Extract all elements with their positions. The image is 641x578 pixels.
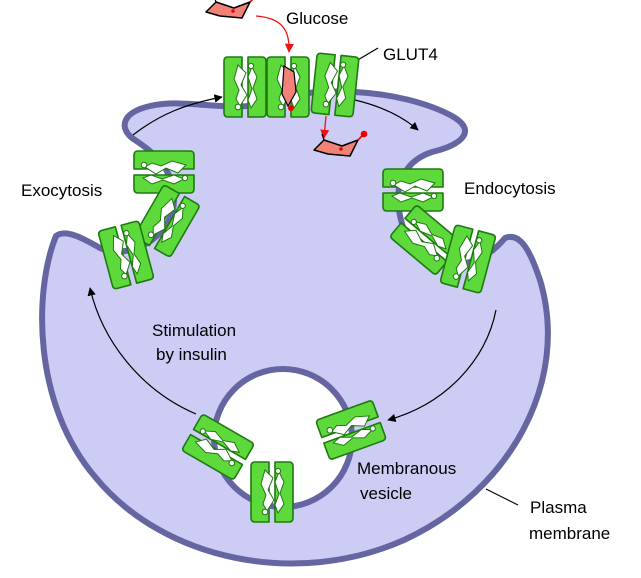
plasma-membrane-pointer-line — [485, 488, 519, 506]
arrow-glucose-in — [255, 15, 294, 53]
arrow-top-left — [132, 94, 223, 136]
label-stimulation-line1: Stimulation — [152, 321, 236, 340]
label-glucose: Glucose — [286, 9, 348, 28]
arrow-glucose-out — [320, 115, 330, 139]
arrow-right-endocytosis-to-vesicle — [387, 309, 497, 423]
glucose-in-transporter-atom — [288, 105, 294, 111]
label-glut4: GLUT4 — [383, 45, 438, 64]
label-plasma-line1: Plasma — [530, 498, 587, 517]
glut4-top-3 — [310, 52, 360, 118]
label-membranous-line2: vesicle — [360, 484, 412, 503]
glucose-molecule-outside — [205, 0, 261, 19]
label-plasma-line2: membrane — [529, 524, 610, 543]
arrow-top-right — [354, 99, 419, 131]
label-stimulation-line2: by insulin — [156, 345, 227, 364]
glucose-in-transporter — [281, 64, 297, 108]
label-endocytosis: Endocytosis — [464, 179, 556, 198]
arrow-left-vesicle-to-exocytosis — [87, 287, 197, 415]
label-exocytosis: Exocytosis — [21, 181, 102, 200]
label-membranous-line1: Membranous — [357, 459, 456, 478]
